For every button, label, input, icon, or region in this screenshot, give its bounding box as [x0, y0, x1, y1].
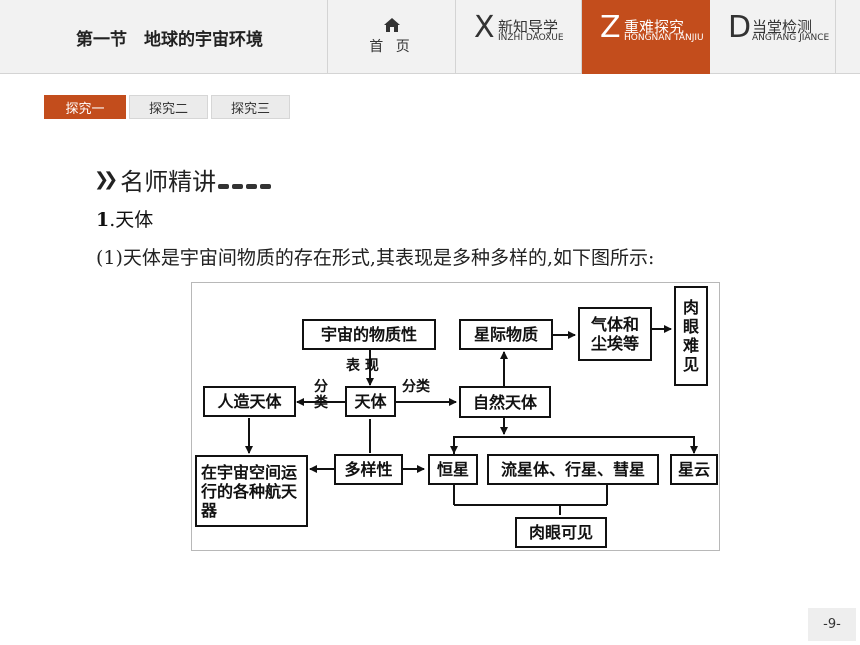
subheading-title: .天体: [109, 209, 154, 231]
content-heading: ❯❯ 名师精讲: [94, 162, 272, 197]
nav-tab-zhongnan[interactable]: Z 重难探究 HONGNAN TANJIU: [582, 0, 710, 74]
box-material: 宇宙的物质性: [302, 319, 436, 350]
subtab-tanjiu-3[interactable]: 探究三: [211, 95, 290, 119]
subheading-number: 1: [96, 209, 110, 231]
label-classify-left: 分类: [314, 379, 328, 411]
nav-letter: Z: [600, 10, 621, 45]
home-label: 首 页: [369, 39, 414, 55]
box-gas-dust: 气体和尘埃等: [578, 307, 652, 361]
box-diversity: 多样性: [334, 454, 403, 485]
subheading: 1.天体: [96, 205, 153, 232]
nav-pinyin: ANGTANG JIANCE: [752, 33, 830, 43]
box-star: 恒星: [428, 454, 478, 485]
nav-label: 当堂检测: [752, 18, 813, 36]
section-title: 第一节 地球的宇宙环境: [0, 0, 328, 74]
home-button[interactable]: 首 页: [328, 0, 456, 74]
double-chevron-icon: ❯❯: [94, 169, 118, 190]
subtab-tanjiu-1[interactable]: 探究一: [44, 95, 126, 119]
box-visible: 肉眼可见: [515, 517, 607, 548]
nav-tab-xinzhi[interactable]: X 新知导学 INZHI DAOXUE: [456, 0, 582, 74]
heading-dots-decoration: [218, 184, 272, 189]
box-artificial: 人造天体: [203, 386, 296, 417]
box-spacecraft: 在宇宙空间运行的各种航天器: [195, 455, 308, 527]
box-natural: 自然天体: [459, 386, 551, 418]
box-nebula: 星云: [670, 454, 718, 485]
celestial-body-diagram: 宇宙的物质性 星际物质 气体和尘埃等 肉眼难见 表 现 分类 分类 人造天体 天…: [191, 282, 720, 551]
header-bar: 第一节 地球的宇宙环境 首 页 X 新知导学 INZHI DAOXUE Z 重难…: [0, 0, 860, 74]
page-number: -9-: [808, 608, 856, 641]
box-celestial: 天体: [345, 386, 396, 417]
label-manifest: 表 现: [346, 358, 379, 374]
box-interstellar: 星际物质: [459, 319, 553, 350]
nav-letter: D: [728, 10, 752, 45]
label-classify-right: 分类: [402, 379, 430, 395]
nav-letter: X: [474, 10, 495, 45]
heading-text: 名师精讲: [120, 168, 217, 196]
diagram-connectors: [245, 325, 698, 515]
nav-label: 重难探究: [624, 18, 685, 36]
header-spacer: [836, 0, 860, 74]
nav-tab-dangtang[interactable]: D 当堂检测 ANGTANG JIANCE: [710, 0, 836, 74]
nav-pinyin: INZHI DAOXUE: [498, 33, 564, 43]
nav-label: 新知导学: [498, 18, 559, 36]
home-icon: [383, 18, 400, 32]
nav-pinyin: HONGNAN TANJIU: [624, 33, 704, 43]
subtab-bar: 探究一 探究二 探究三: [44, 95, 290, 119]
box-invisible: 肉眼难见: [674, 286, 708, 386]
paragraph: (1)天体是宇宙间物质的存在形式,其表现是多种多样的,如下图所示:: [96, 247, 655, 269]
box-meteor-planet-comet: 流星体、行星、彗星: [487, 454, 659, 485]
subtab-tanjiu-2[interactable]: 探究二: [129, 95, 208, 119]
